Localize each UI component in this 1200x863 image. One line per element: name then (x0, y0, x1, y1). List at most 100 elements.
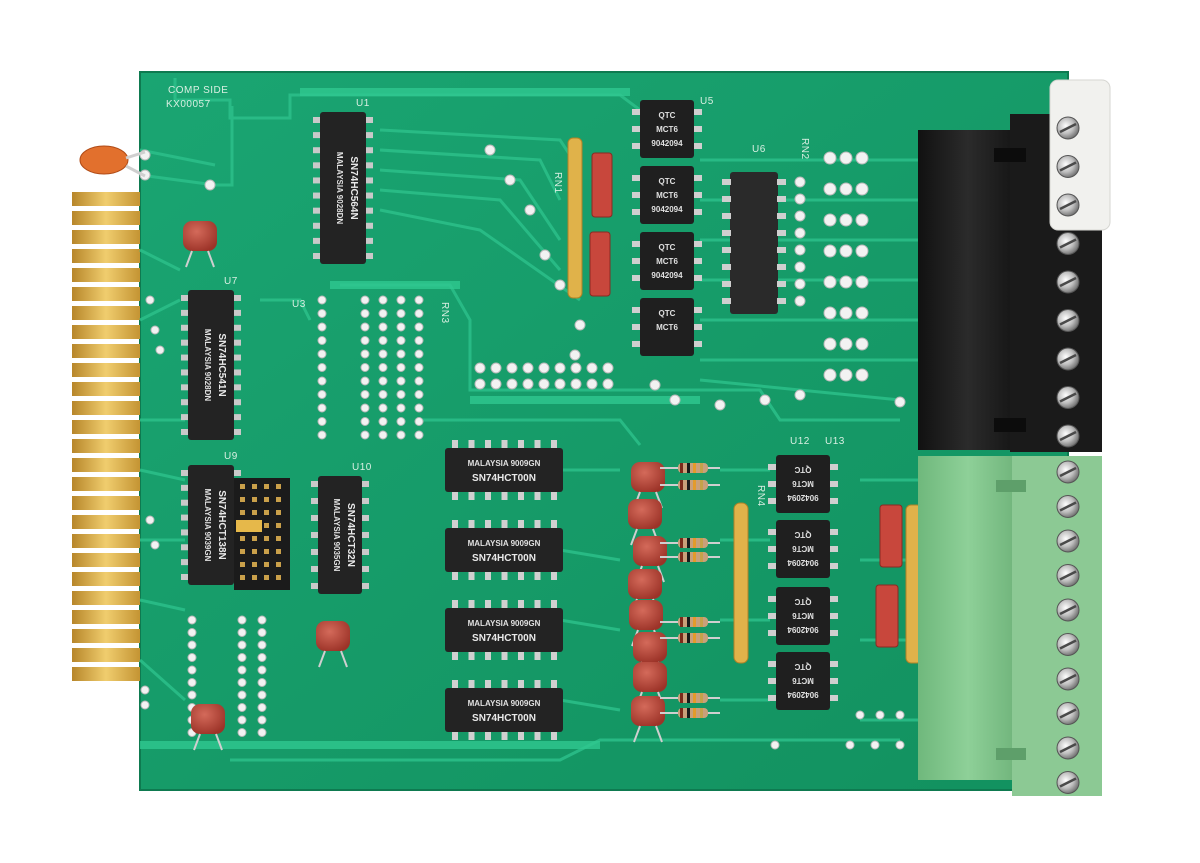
opto-marking: 9042094 (787, 558, 819, 567)
opto-marking: 9042094 (651, 139, 683, 148)
pad (823, 182, 837, 196)
pad (317, 322, 327, 332)
pad (839, 182, 853, 196)
pad (474, 378, 486, 390)
pad (360, 376, 370, 386)
pad (360, 363, 370, 372)
optocouplers: QTCMCT69042094QTCMCT69042094QTCMCT690420… (632, 100, 838, 710)
pad (522, 362, 534, 374)
chip-marking-line1: MALAYSIA 9035GN (332, 499, 341, 572)
pad (714, 399, 726, 411)
pad (538, 362, 550, 374)
ceramic-capacitor (316, 621, 350, 651)
ceramic-capacitor (183, 221, 217, 251)
pad (360, 295, 370, 305)
chip-ref: U7 (224, 276, 238, 287)
chip-part-number: SN74HCT00N (472, 713, 536, 724)
pad (396, 336, 406, 345)
ceramic-capacitor (633, 536, 667, 566)
gold-finger (72, 534, 140, 548)
pad (396, 295, 406, 305)
pad (317, 390, 327, 399)
pad (396, 309, 406, 318)
pad (378, 390, 388, 399)
pad (474, 362, 486, 374)
pad (794, 244, 806, 256)
black-terminal-block (918, 79, 1111, 452)
opto-marking: QTC (659, 243, 676, 252)
pad (150, 540, 160, 550)
pad (237, 615, 247, 625)
pad (360, 417, 370, 426)
pad (378, 295, 388, 305)
pad (569, 349, 581, 361)
pad (586, 362, 598, 374)
pad (257, 703, 267, 712)
chip-u6 (722, 172, 786, 314)
pad (484, 144, 496, 156)
pad (855, 182, 869, 196)
pad (855, 275, 869, 289)
pad (839, 213, 853, 227)
ceramic-capacitor (191, 704, 225, 734)
pad (378, 376, 388, 386)
pad (554, 279, 566, 291)
gold-finger (72, 439, 140, 453)
opto-marking: QTC (659, 177, 676, 186)
pad (257, 628, 267, 637)
pad (396, 430, 406, 440)
pad (237, 678, 247, 687)
pad (839, 368, 853, 382)
gold-finger (72, 230, 140, 244)
pad (794, 227, 806, 239)
pad (602, 378, 614, 390)
pad (839, 337, 853, 351)
pad (602, 362, 614, 374)
gold-finger (72, 287, 140, 301)
pad (360, 430, 370, 440)
red-resistor-packs (589, 152, 903, 648)
pad (257, 653, 267, 662)
gold-finger (72, 496, 140, 510)
pad (187, 665, 197, 675)
gold-finger (72, 306, 140, 320)
opto-marking: MCT6 (792, 611, 814, 620)
pad (317, 363, 327, 372)
pad (317, 376, 327, 386)
pad (360, 403, 370, 413)
opto-marking: QTC (794, 465, 811, 474)
pad (794, 278, 806, 290)
green-terminal-block (918, 456, 1102, 796)
chip-part-number: SN74HCT00N (472, 553, 536, 564)
pad (150, 325, 160, 335)
pad (504, 174, 516, 186)
silk-u6: U6 (752, 144, 766, 155)
pad (257, 640, 267, 650)
pad (204, 179, 216, 191)
edge-connector (72, 192, 140, 681)
jumper-header (234, 478, 290, 590)
pad (237, 703, 247, 712)
pad (139, 149, 151, 161)
pad (378, 403, 388, 413)
pad (257, 615, 267, 625)
pad (257, 678, 267, 687)
pad (360, 336, 370, 345)
opto-marking: 9042094 (651, 271, 683, 280)
gold-finger (72, 382, 140, 396)
pad (855, 368, 869, 382)
pad (237, 728, 247, 737)
pad (794, 210, 806, 222)
pad (823, 306, 837, 320)
chip-part-number: SN74HC541N (216, 333, 227, 396)
axial-resistors (660, 463, 720, 718)
gold-finger (72, 458, 140, 472)
pad (414, 322, 424, 332)
pad (586, 378, 598, 390)
pad (396, 390, 406, 399)
pad (839, 151, 853, 165)
